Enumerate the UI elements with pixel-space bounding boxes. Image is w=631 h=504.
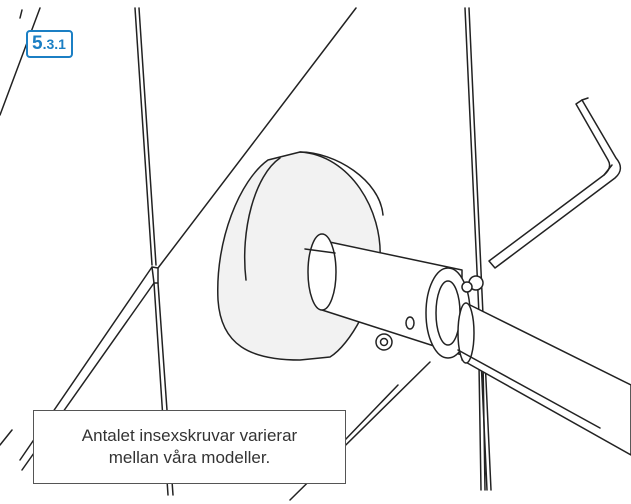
hex-key-icon <box>488 97 622 269</box>
caption-line-1: Antalet insexskruvar varierar <box>81 426 298 445</box>
caption-box: Antalet insexskruvar varierar mellan vår… <box>33 410 346 484</box>
step-major: 5 <box>32 33 43 54</box>
frame-lines <box>0 7 492 501</box>
set-screw-icon <box>375 275 484 351</box>
caption-line-2: mellan våra modeller. <box>108 448 271 467</box>
tube <box>457 302 631 456</box>
step-number-badge: 5 .3.1 <box>26 30 73 58</box>
step-minor: .3.1 <box>42 36 66 52</box>
